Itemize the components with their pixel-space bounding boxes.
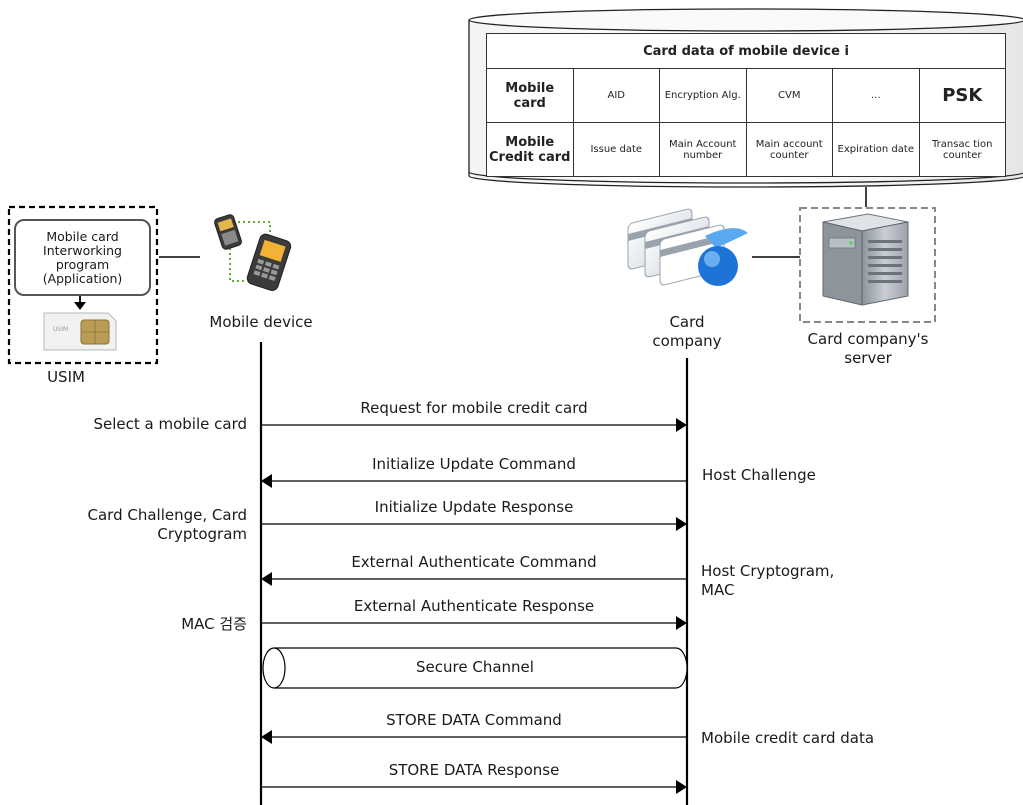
server-label: Card company's server: [807, 330, 929, 367]
message-label: External Authenticate Response: [353, 597, 595, 615]
message-arrow-head: [676, 616, 687, 630]
server-container: [799, 207, 936, 323]
right-note: Host Cryptogram, MAC: [701, 562, 835, 599]
card-data-table: Card data of mobile device i Mobile card…: [486, 33, 1006, 177]
mobile-device-label: Mobile device: [209, 313, 313, 331]
left-note: MAC 검증: [181, 615, 247, 633]
message-arrow-head: [676, 418, 687, 432]
table-title: Card data of mobile device i: [486, 33, 1006, 69]
usim-container: [7, 205, 159, 365]
interworking-program-box: Mobile card Interworking program (Applic…: [14, 219, 151, 296]
table-cell: Main Account number: [659, 122, 747, 177]
interworking-program-label: Mobile card Interworking program (Applic…: [42, 228, 123, 286]
message-arrow-head: [261, 730, 272, 744]
message-label: STORE DATA Response: [388, 761, 560, 779]
sim-card-icon: USIM: [43, 312, 117, 351]
message-label: STORE DATA Command: [386, 711, 562, 729]
left-note: Card Challenge, Card Cryptogram: [87, 506, 247, 543]
table-cell: Expiration date: [832, 122, 920, 177]
message-label: Initialize Update Response: [374, 498, 574, 516]
left-note: Select a mobile card: [93, 415, 247, 433]
card-company-label: Card company: [652, 313, 722, 350]
message-label: Request for mobile credit card: [360, 399, 588, 417]
message-label: External Authenticate Command: [351, 553, 597, 571]
row-header: Mobile card: [486, 68, 574, 123]
table-cell: AID: [572, 68, 660, 123]
right-note: Host Challenge: [702, 466, 816, 484]
right-note: Mobile credit card data: [701, 729, 875, 747]
row-header: Mobile Credit card: [486, 122, 574, 177]
server-tower-icon: [822, 213, 909, 306]
table-cell: ...: [832, 68, 920, 123]
table-cell: PSK: [918, 68, 1006, 123]
message-arrow-head: [261, 474, 272, 488]
message-arrow-head: [676, 517, 687, 531]
secure-channel-label: Secure Channel: [416, 658, 534, 676]
credit-cards-icon: [627, 208, 748, 286]
table-cell: Transac tion counter: [918, 122, 1006, 177]
table-row: Mobile card AID Encryption Alg. CVM ... …: [486, 68, 1006, 123]
table-cell: Issue date: [572, 122, 660, 177]
table-cell: Encryption Alg.: [659, 68, 747, 123]
table-row: Mobile Credit card Issue date Main Accou…: [486, 122, 1006, 177]
table-cell: CVM: [745, 68, 833, 123]
mobile-phones-icon: [214, 214, 292, 291]
secure-channel-tube: [262, 647, 688, 689]
message-label: Initialize Update Command: [372, 455, 576, 473]
message-arrow-head: [261, 572, 272, 586]
usim-label: USIM: [47, 368, 85, 386]
message-arrow-head: [676, 780, 687, 794]
svg-text:USIM: USIM: [53, 326, 68, 333]
table-cell: Main account counter: [745, 122, 833, 177]
